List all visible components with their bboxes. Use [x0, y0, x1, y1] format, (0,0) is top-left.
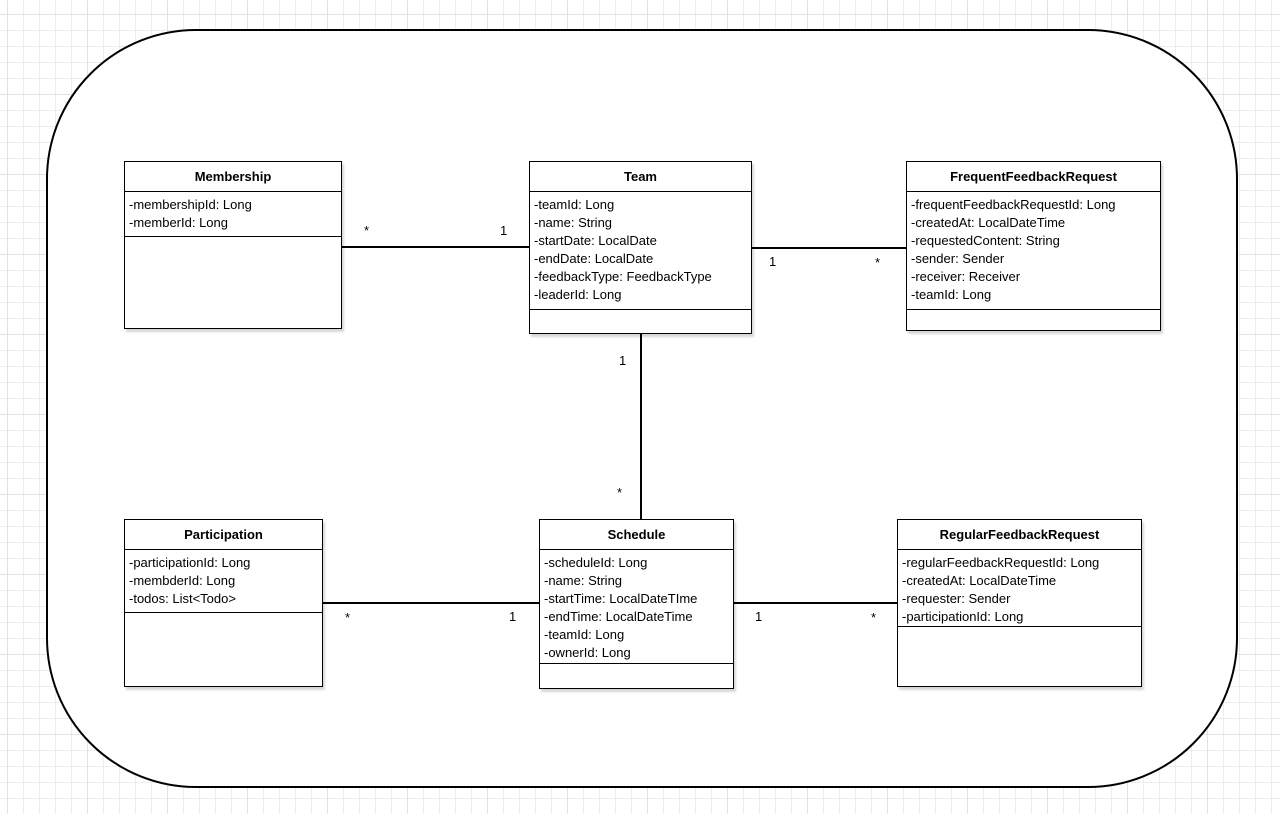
multiplicity-schedule-end-left: 1 — [509, 609, 517, 624]
class-title: Participation — [125, 520, 322, 550]
class-attribute-row: -leaderId: Long — [534, 287, 622, 302]
class-attribute-row: -requester: Sender — [902, 591, 1011, 606]
class-attribute-row: -endDate: LocalDate — [534, 251, 654, 266]
class-attribute-row: -receiver: Receiver — [911, 269, 1021, 284]
class-attribute-row: -participationId: Long — [902, 609, 1024, 624]
connector-team-frequentfeedbackrequest[interactable] — [752, 247, 906, 249]
class-attribute-row: -requestedContent: String — [911, 233, 1060, 248]
multiplicity-membership-end: * — [364, 223, 370, 238]
class-attributes: -teamId: Long -name: String -startDate: Lo… — [530, 192, 751, 310]
class-attribute-row: -feedbackType: FeedbackType — [534, 269, 712, 284]
class-team[interactable]: Team -teamId: Long -name: String -startDat… — [529, 161, 752, 334]
class-membership[interactable]: Membership -membershipId: Long -memberId:… — [124, 161, 342, 329]
multiplicity-schedule-end-top: * — [617, 485, 623, 500]
class-attribute-row: -membershipId: Long — [129, 197, 252, 212]
class-attribute-row: -name: String — [534, 215, 613, 230]
connector-schedule-regularfeedbackrequest[interactable] — [734, 602, 897, 604]
class-title: Team — [530, 162, 751, 192]
class-attributes: -membershipId: Long -memberId: Long — [125, 192, 341, 237]
multiplicity-frequentfeedbackrequest-end: * — [875, 255, 881, 270]
class-attributes: -frequentFeedbackRequestId: Long -created… — [907, 192, 1160, 310]
class-methods-compartment — [907, 310, 1160, 330]
class-attribute-row: -sender: Sender — [911, 251, 1005, 266]
class-attribute-row: -ownerId: Long — [544, 645, 631, 660]
class-attribute-row: -startDate: LocalDate — [534, 233, 657, 248]
class-attribute-row: -membderId: Long — [129, 573, 236, 588]
class-attributes: -scheduleId: Long -name: String -startTime… — [540, 550, 733, 664]
multiplicity-participation-end: * — [345, 610, 351, 625]
class-attribute-row: -participationId: Long — [129, 555, 251, 570]
multiplicity-team-end-bottom: 1 — [619, 353, 627, 368]
class-attribute-row: -teamId: Long — [534, 197, 615, 212]
class-methods-compartment — [530, 310, 751, 333]
class-attribute-row: -teamId: Long — [544, 627, 625, 642]
multiplicity-team-end-left: 1 — [500, 223, 508, 238]
class-frequentfeedbackrequest[interactable]: FrequentFeedbackRequest -frequentFeedbac… — [906, 161, 1161, 331]
class-attributes: -regularFeedbackRequestId: Long -createdA… — [898, 550, 1141, 627]
class-methods-compartment — [125, 237, 341, 328]
class-attribute-row: -name: String — [544, 573, 623, 588]
class-participation[interactable]: Participation -participationId: Long -mem… — [124, 519, 323, 687]
multiplicity-regularfeedbackrequest-end: * — [871, 610, 877, 625]
class-attributes: -participationId: Long -membderId: Long -t… — [125, 550, 322, 613]
class-title: Schedule — [540, 520, 733, 550]
class-attribute-row: -endTime: LocalDateTime — [544, 609, 693, 624]
connector-membership-team[interactable] — [342, 246, 529, 248]
class-attribute-row: -frequentFeedbackRequestId: Long — [911, 197, 1116, 212]
class-attribute-row: -scheduleId: Long — [544, 555, 648, 570]
class-attribute-row: -todos: List<Todo> — [129, 591, 236, 606]
class-methods-compartment — [898, 627, 1141, 686]
class-attribute-row: -startTime: LocalDateTIme — [544, 591, 698, 606]
class-methods-compartment — [540, 664, 733, 688]
connector-participation-schedule[interactable] — [323, 602, 539, 604]
class-attribute-row: -memberId: Long — [129, 215, 228, 230]
class-attribute-row: -teamId: Long — [911, 287, 992, 302]
class-schedule[interactable]: Schedule -scheduleId: Long-name: String-… — [539, 519, 734, 689]
class-attribute-row: -createdAt: LocalDateTime — [911, 215, 1066, 230]
connector-team-schedule[interactable] — [640, 334, 642, 519]
class-attribute-row: -createdAt: LocalDateTime — [902, 573, 1057, 588]
class-regularfeedbackrequest[interactable]: RegularFeedbackRequest -regularFeedbackR… — [897, 519, 1142, 687]
multiplicity-schedule-end-right: 1 — [755, 609, 763, 624]
class-methods-compartment — [125, 613, 322, 686]
class-title: RegularFeedbackRequest — [898, 520, 1141, 550]
multiplicity-team-end-right: 1 — [769, 254, 777, 269]
class-title: Membership — [125, 162, 341, 192]
class-attribute-row: -regularFeedbackRequestId: Long — [902, 555, 1100, 570]
class-title: FrequentFeedbackRequest — [907, 162, 1160, 192]
